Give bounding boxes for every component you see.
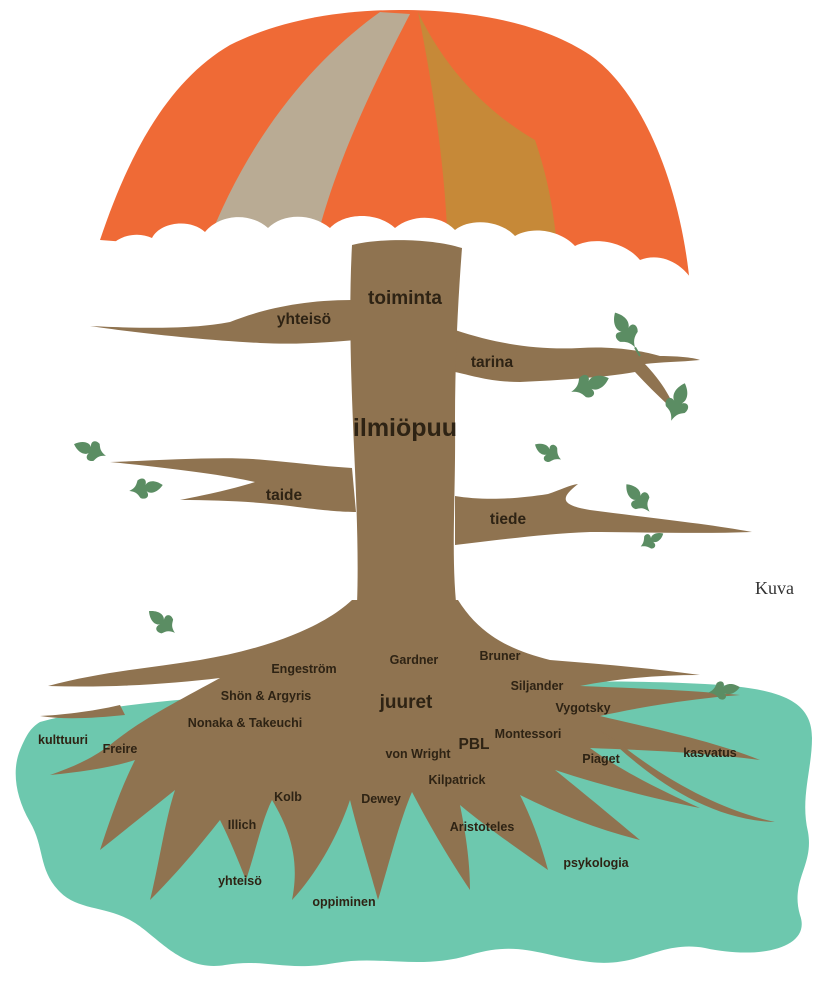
root-name: Piaget [582,752,620,766]
branch-upper-right [455,330,700,412]
trunk [350,240,560,662]
root-name: Gardner [390,653,439,667]
leaves [74,312,740,700]
root-name: Shön & Argyris [221,689,312,703]
root-name: Freire [103,742,138,756]
leaf-icon [535,443,561,462]
branch-lower-left [110,458,356,512]
leaf-icon [148,610,176,634]
leaf-icon [640,532,664,549]
root-name: Nonaka & Takeuchi [188,716,302,730]
ground-label: psykologia [563,856,629,870]
ground-label: kulttuuri [38,733,88,747]
leaf-icon [129,478,163,499]
branch-upper-left [90,300,356,344]
root-strand-left [40,705,125,719]
root-name: Illich [228,818,256,832]
leaf-icon [708,681,740,700]
leaf-icon [665,383,689,421]
diagram-title: ilmiöpuu [353,414,457,442]
trunk-label: toiminta [368,288,442,309]
umbrella [100,10,698,320]
root-name: Vygotsky [555,701,610,715]
roots-label: juuret [379,692,433,713]
root-name: Dewey [361,792,401,806]
branch-label-yhteiso: yhteisö [277,311,331,328]
ground-label: yhteisö [218,874,262,888]
branch-label-tiede: tiede [490,511,527,528]
figure-caption: Kuva [755,578,794,598]
root-name: Aristoteles [450,820,515,834]
leaf-icon [74,441,106,462]
root-name: PBL [459,736,490,753]
branch-label-taide: taide [266,487,303,504]
umbrella-panel-grey [205,12,410,258]
branch-label-tarina: tarina [471,354,514,371]
tree [40,240,775,900]
leaf-icon [571,374,609,398]
root-name: Kolb [274,790,302,804]
umbrella-panel-ochre [418,12,560,300]
root-name: von Wright [385,747,451,761]
branch-lower-right [455,484,752,545]
root-name: Bruner [480,649,521,663]
ground-label: oppiminen [312,895,375,909]
root-name: Siljander [511,679,564,693]
root-mass [48,600,760,900]
leaf-icon [614,312,641,357]
leaf-icon [626,484,650,512]
root-name: Montessori [495,727,562,741]
ground-label: kasvatus [683,746,737,760]
root-name: Engeström [271,662,336,676]
root-name: Kilpatrick [429,773,486,787]
